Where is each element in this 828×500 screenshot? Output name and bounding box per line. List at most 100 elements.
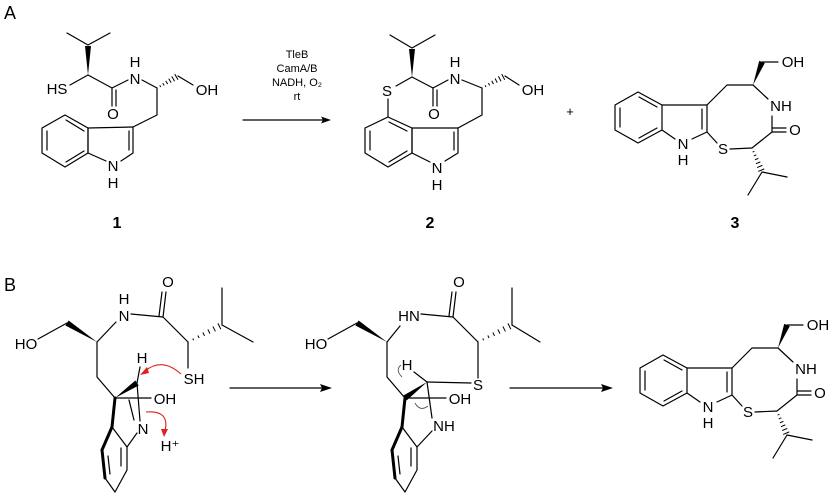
hash-mark [482,338,485,341]
hash-mark [159,85,162,88]
atom-label: NH [433,418,455,435]
atom-label: O [789,122,801,139]
atom-label: OH [449,391,472,408]
atom-label: N [432,160,443,177]
panel-label-b: B [4,275,16,295]
atom-label: HS [47,81,68,98]
atom-label: HN [398,308,420,325]
atom-label: N [138,421,149,438]
hash-mark [752,150,755,153]
wedge-bond [85,46,91,75]
atom-label: H [119,291,130,308]
hash-mark [487,335,490,339]
hash-bond [752,150,765,172]
atom-label: N [108,158,119,175]
atom-label: N [450,71,461,88]
reagent-label: TleB [286,49,309,61]
compound-1-structure: HS N H O OH N H [41,32,218,192]
atom-label: O [453,274,465,291]
plus-sign: + [566,104,574,119]
curved-arrow-icon [414,402,429,409]
electron-push-arrow [144,364,182,375]
atom-label: OH [522,82,545,99]
atom-label: H [108,175,119,192]
intermediate-1-structure: HO N H O SH H OH N H⁺ [15,274,254,493]
hash-mark [171,76,175,82]
arrowhead [161,429,168,437]
atom-label: O [162,274,174,291]
atom-label: OH [154,391,177,408]
hash-mark [494,78,498,83]
atom-label: OH [782,54,805,71]
atom-label: HO [305,336,328,353]
atom-label: H [450,54,461,71]
hash-mark [192,338,195,341]
atom-label: HO [15,336,38,353]
hash-mark [487,82,491,86]
atom-label: S [473,377,483,394]
atom-label: S [718,141,728,158]
hash-mark [756,164,763,169]
curved-arrow-icon [397,364,403,378]
atom-label: H [703,415,714,432]
hash-mark [783,431,790,435]
hash-bond [159,73,179,88]
atom-label: NH [770,98,792,115]
hash-bond [777,413,790,435]
wedge-bond [65,320,97,342]
hash-mark [777,413,780,416]
hash-mark [778,417,782,420]
compound-number-1: 1 [113,215,122,232]
atom-label: NH [795,361,817,378]
atom-label: N [678,136,689,153]
atom-label: H [678,152,689,169]
atom-label: S [382,83,392,100]
atom-label: O [107,106,119,123]
hash-mark [217,323,222,330]
intermediate-2-structure: HO HN O S H OH NH [305,274,541,493]
compound-2-structure: S N H O OH N H [364,34,545,194]
hash-mark [202,332,205,337]
reagent-label: CamA/B [277,63,318,75]
wedge-bond [355,320,387,342]
atom-label: H [130,54,141,71]
hash-mark [497,329,501,334]
hash-mark [754,157,759,161]
hash-mark [501,73,506,81]
hash-bond [484,73,506,88]
hash-mark [781,427,788,432]
reagent-label: rt [294,91,301,103]
arrowhead [140,367,149,375]
hash-mark [491,80,494,85]
atom-label: N [703,399,714,416]
hash-bond [192,323,222,341]
panel-label-a: A [4,3,16,23]
electron-push-arrow [145,411,167,432]
atom-label: OH [807,317,828,334]
atom-label: H [402,357,413,374]
atom-label: H⁺ [161,438,180,455]
wedge-bond [753,60,765,85]
hash-mark [758,168,765,172]
hash-mark [753,154,757,157]
reagent-label: NADH, O₂ [272,77,322,89]
reaction-arrow-b2 [509,384,613,392]
reaction-arrow-b1 [229,384,332,392]
hash-mark [197,335,200,339]
atom-label: O [814,385,826,402]
hash-mark [497,76,502,82]
atom-label: S [743,404,753,421]
wedge-bond [409,49,415,77]
atom-label: N [119,308,130,325]
hash-bond [482,323,512,341]
atom-label: SH [184,371,205,388]
reaction-arrow-a [242,116,331,124]
hash-mark [168,78,172,83]
hash-mark [207,329,211,334]
hash-mark [502,326,506,332]
wedge-bond [778,323,790,348]
hash-mark [162,82,165,86]
hash-mark [212,326,216,332]
wedge-bond [403,382,427,401]
